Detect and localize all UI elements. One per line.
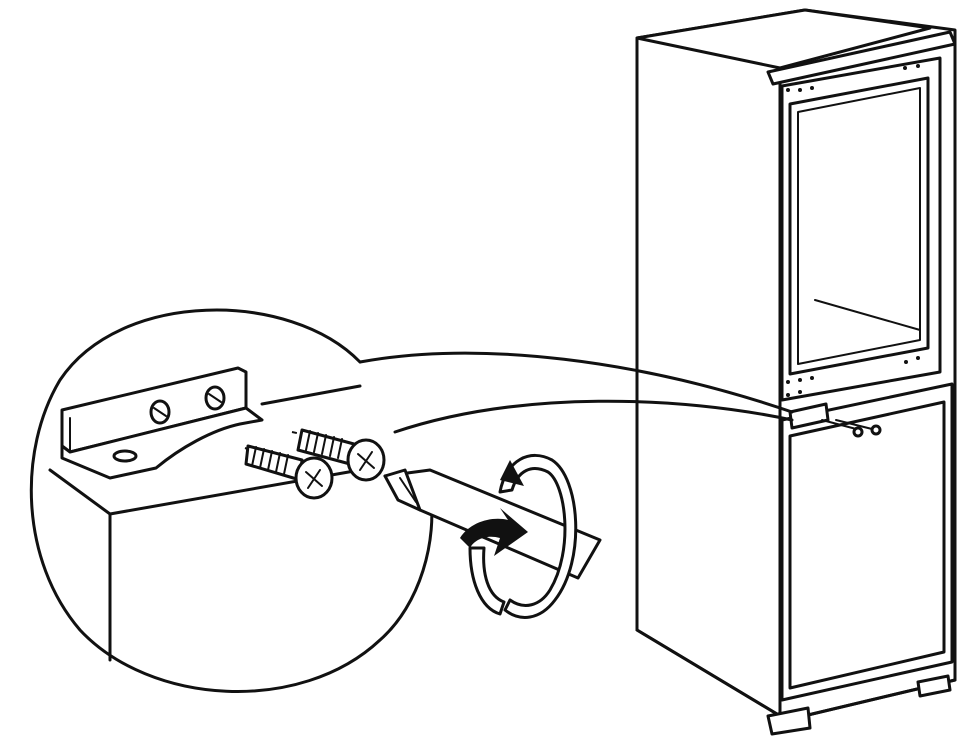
cabinet-foot-front xyxy=(766,706,812,736)
bracket-hole xyxy=(112,449,138,463)
appliance-lower-door xyxy=(780,382,954,702)
detail-magnifier-circle xyxy=(29,308,602,693)
screw xyxy=(244,444,334,500)
appliance-upper-door xyxy=(780,56,942,402)
hinge-bracket xyxy=(60,366,264,480)
small-screw-icon xyxy=(852,426,864,438)
detail-connector-lines xyxy=(358,351,794,434)
screw xyxy=(291,428,386,482)
cabinet-foot-rear xyxy=(916,674,952,698)
small-hinge-bracket xyxy=(788,402,830,430)
small-screw-icon xyxy=(870,424,882,436)
rotation-arrow xyxy=(460,454,578,619)
